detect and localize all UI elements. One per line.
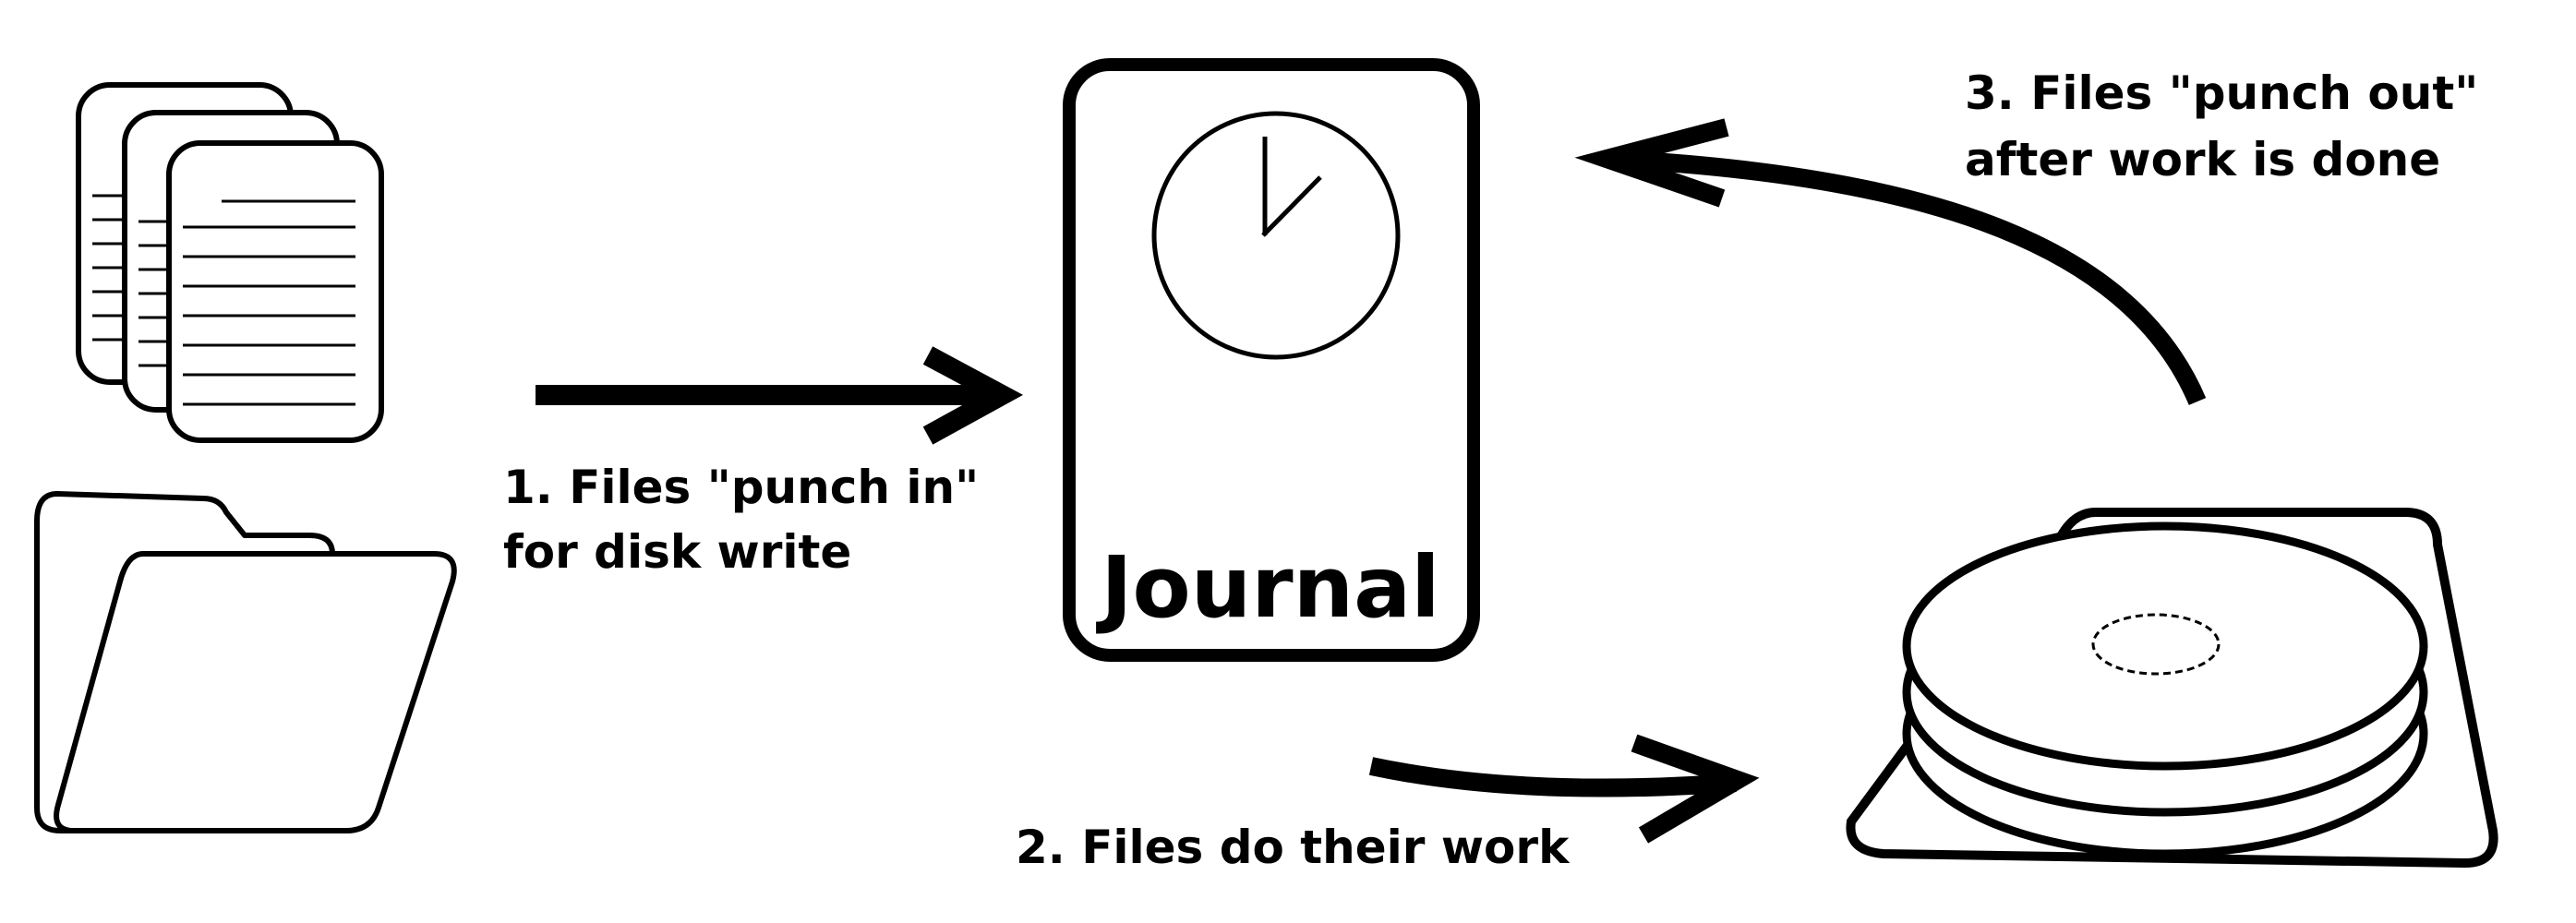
step1-line1: 1. Files "punch in" <box>503 461 979 514</box>
document-page-front <box>166 140 384 443</box>
step2-line1: 2. Files do their work <box>1016 821 1571 874</box>
step3-line2: after work is done <box>1965 133 2440 186</box>
arrow-punch-out <box>1574 118 2207 405</box>
hard-disk-icon <box>1846 508 2498 869</box>
step3-caption: 3. Files "punch out" after work is done <box>1965 66 2478 186</box>
arrow-punch-in <box>536 346 1024 445</box>
journal-label: Journal <box>1095 538 1439 637</box>
arrow-do-work <box>1368 734 1760 844</box>
step1-caption: 1. Files "punch in" for disk write <box>503 461 979 579</box>
folder-icon <box>34 491 457 833</box>
platter-top <box>1902 521 2428 771</box>
document-stack-icon <box>76 82 384 443</box>
clock-face <box>1151 111 1401 360</box>
step3-line1: 3. Files "punch out" <box>1965 66 2478 120</box>
folder-front <box>54 551 457 833</box>
step1-line2: for disk write <box>503 525 851 579</box>
disk-spindle <box>2091 613 2221 676</box>
time-clock-icon: Journal <box>1063 58 1480 662</box>
